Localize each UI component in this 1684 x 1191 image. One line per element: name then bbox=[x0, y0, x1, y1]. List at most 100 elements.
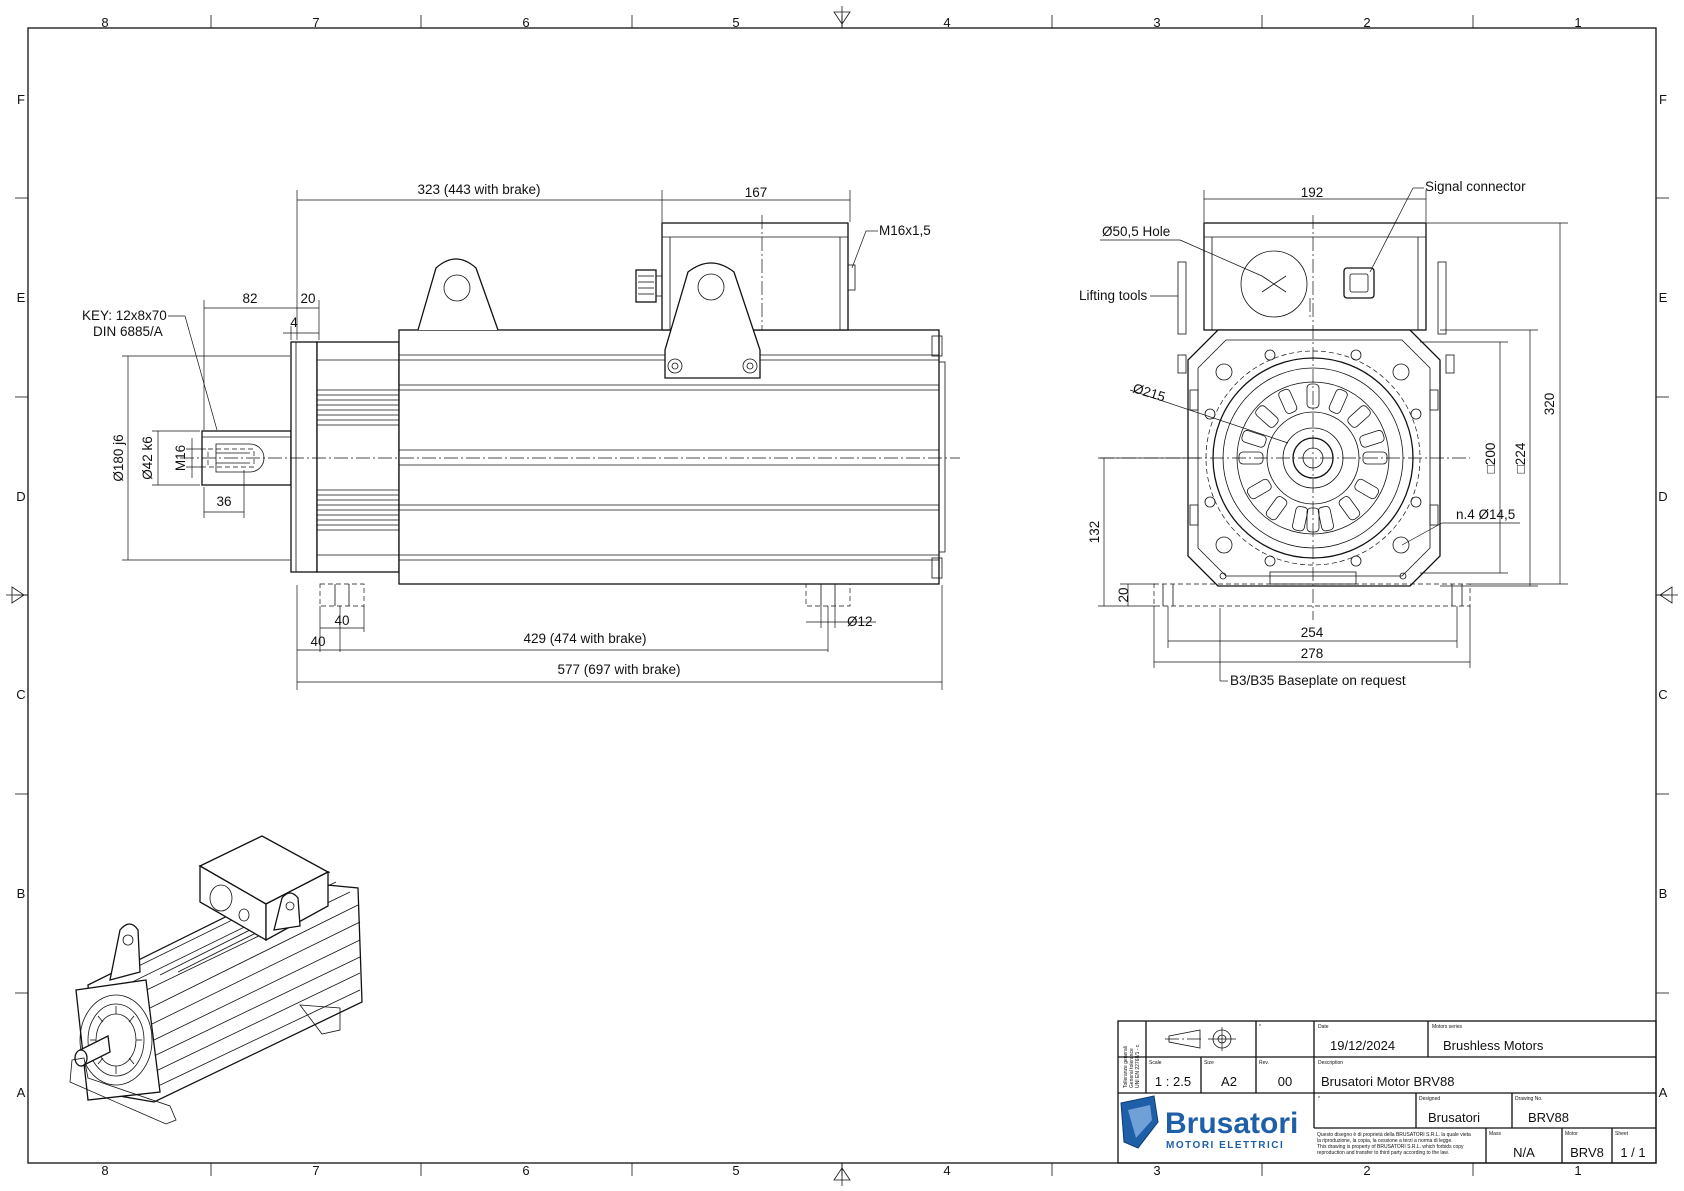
dim-shaft-height: 132 bbox=[1087, 521, 1102, 544]
label-mount-holes: n.4 Ø14,5 bbox=[1456, 507, 1515, 522]
front-housing bbox=[1187, 329, 1441, 587]
tb-description-label: Description bbox=[1318, 1060, 1343, 1066]
zone-row-left-f: F bbox=[17, 92, 25, 107]
dim-shaft-length: 82 bbox=[242, 291, 257, 306]
dim-foot-offset: 40 bbox=[310, 634, 325, 649]
lifting-tools bbox=[1177, 261, 1455, 374]
front-cover bbox=[316, 341, 400, 573]
tb-series: Brushless Motors bbox=[1443, 1038, 1544, 1053]
zone-col-top-5: 4 bbox=[943, 15, 950, 30]
first-angle-projection-icon bbox=[1165, 1027, 1236, 1051]
dim-shaft-thread: M16 bbox=[173, 445, 188, 471]
label-key-line1: KEY: 12x8x70 bbox=[82, 308, 167, 323]
tb-star-mark: * bbox=[1259, 1024, 1261, 1030]
dim-shaft-diameter: Ø42 k6 bbox=[140, 436, 155, 480]
tb-legal-line4: reproduction and transfer to third party… bbox=[1317, 1150, 1449, 1156]
tb-rev: 00 bbox=[1278, 1074, 1292, 1089]
dim-foot-spacing-front: 254 bbox=[1301, 625, 1324, 640]
label-signal-connector: Signal connector bbox=[1425, 179, 1526, 194]
label-thread: M16x1,5 bbox=[879, 223, 931, 238]
tb-legal-line2: la riproduzione, la copia, la cessione a… bbox=[1317, 1138, 1453, 1144]
brusatori-logo: Brusatori MOTORI ELETTRICI bbox=[1120, 1095, 1298, 1151]
zone-row-left-c: C bbox=[16, 687, 25, 702]
zone-row-left-d: D bbox=[16, 489, 25, 504]
tb-scale-label: Scale bbox=[1149, 1060, 1162, 1066]
tb-designed-label: Designed bbox=[1419, 1096, 1440, 1102]
dim-overall-length: 577 (697 with brake) bbox=[557, 662, 680, 677]
tb-tolerance-line2: General tolerance bbox=[1129, 1048, 1135, 1088]
zone-col-bottom-8: 1 bbox=[1574, 1163, 1581, 1178]
tb-motor: BRV8 bbox=[1570, 1145, 1604, 1160]
tb-scale: 1 : 2.5 bbox=[1155, 1074, 1191, 1089]
zone-col-bottom-5: 4 bbox=[943, 1163, 950, 1178]
zone-col-bottom-1: 8 bbox=[101, 1163, 108, 1178]
tb-legal-line1: Questo disegno è di proprietà della BRUS… bbox=[1317, 1132, 1471, 1138]
tb-tolerance-line1: Tolleranze generali bbox=[1123, 1046, 1129, 1088]
front-view: 192 Signal connector Ø50,5 Hole Lifting … bbox=[1079, 179, 1568, 688]
side-view-dimensions: 323 (443 with brake) 167 M16x1,5 82 20 4… bbox=[82, 182, 943, 690]
dim-square-224: □224 bbox=[1513, 442, 1528, 473]
title-block: Tolleranze generali General tolerance UN… bbox=[1117, 1020, 1657, 1164]
dim-flange-step: 4 bbox=[290, 315, 298, 330]
zone-row-right-d: D bbox=[1658, 489, 1667, 504]
tb-size: A2 bbox=[1221, 1074, 1237, 1089]
dim-flange-circle: Ø215 bbox=[1131, 381, 1167, 405]
drawing-frame: 8 7 6 5 4 3 2 1 8 7 6 5 4 3 2 1 F E D C … bbox=[6, 6, 1678, 1186]
dim-flange-length: 20 bbox=[300, 291, 315, 306]
mounting-bracket bbox=[664, 262, 761, 379]
tb-tolerance-line3: UNI EN 22768/1 - c bbox=[1135, 1044, 1141, 1088]
dim-plate-width: 278 bbox=[1301, 646, 1324, 661]
tb-mass: N/A bbox=[1513, 1145, 1535, 1160]
dim-plate-thickness: 20 bbox=[1116, 587, 1131, 602]
label-key-line2: DIN 6885/A bbox=[93, 324, 163, 339]
dim-flange-diameter: Ø180 j6 bbox=[111, 434, 126, 481]
zone-col-top-8: 1 bbox=[1574, 15, 1581, 30]
zone-col-top-1: 8 bbox=[101, 15, 108, 30]
zone-col-top-6: 3 bbox=[1153, 15, 1160, 30]
zone-row-right-f: F bbox=[1659, 92, 1667, 107]
tb-drawing-no-label: Drawing No. bbox=[1515, 1096, 1543, 1102]
tb-sheet-label: Sheet bbox=[1615, 1131, 1629, 1137]
tb-date-label: Date bbox=[1318, 1024, 1329, 1030]
dim-height-320: 320 bbox=[1542, 393, 1557, 416]
tb-rev-label: Rev. bbox=[1259, 1060, 1269, 1066]
front-view-dimensions: 192 Signal connector Ø50,5 Hole Lifting … bbox=[1079, 179, 1568, 688]
tb-series-label: Motors series bbox=[1432, 1024, 1463, 1030]
zone-col-bottom-2: 7 bbox=[312, 1163, 319, 1178]
zone-col-top-7: 2 bbox=[1363, 15, 1370, 30]
dim-box-width: 192 bbox=[1301, 185, 1324, 200]
dim-foot-width: 40 bbox=[334, 613, 349, 628]
tb-sheet: 1 / 1 bbox=[1620, 1145, 1645, 1160]
dim-foot-spacing: 429 (474 with brake) bbox=[523, 631, 646, 646]
isometric-motor-view bbox=[69, 835, 363, 1125]
tb-legal-line3: This drawing is property of BRUSATORI S.… bbox=[1317, 1144, 1464, 1150]
zone-row-right-b: B bbox=[1659, 886, 1668, 901]
zone-row-right-e: E bbox=[1659, 290, 1668, 305]
tb-date: 19/12/2024 bbox=[1330, 1038, 1395, 1053]
dim-square-200: □200 bbox=[1483, 443, 1498, 474]
zone-col-bottom-7: 2 bbox=[1363, 1163, 1370, 1178]
lifting-eye bbox=[417, 258, 499, 331]
label-hole: Ø50,5 Hole bbox=[1102, 224, 1170, 239]
tb-mass-label: Mass bbox=[1489, 1131, 1501, 1137]
zone-col-bottom-3: 6 bbox=[522, 1163, 529, 1178]
dim-terminal-box-length: 167 bbox=[745, 185, 768, 200]
side-view: 323 (443 with brake) 167 M16x1,5 82 20 4… bbox=[82, 182, 960, 690]
tb-motor-label: Motor bbox=[1565, 1131, 1578, 1137]
mounting-holes bbox=[1204, 349, 1422, 580]
zone-col-bottom-4: 5 bbox=[732, 1163, 739, 1178]
logo-wordmark: Brusatori bbox=[1165, 1107, 1298, 1140]
baseplate-feet bbox=[319, 583, 851, 607]
tb-size-label: Size bbox=[1204, 1060, 1214, 1066]
zone-row-left-a: A bbox=[17, 1085, 26, 1100]
label-lifting-tools: Lifting tools bbox=[1079, 288, 1148, 303]
zone-col-top-4: 5 bbox=[732, 15, 739, 30]
zone-row-right-a: A bbox=[1659, 1085, 1668, 1100]
zone-col-top-3: 6 bbox=[522, 15, 529, 30]
label-baseplate-note: B3/B35 Baseplate on request bbox=[1230, 673, 1406, 688]
dim-body-length: 323 (443 with brake) bbox=[417, 182, 540, 197]
zone-col-bottom-6: 3 bbox=[1153, 1163, 1160, 1178]
zone-row-right-c: C bbox=[1658, 687, 1667, 702]
zone-row-left-e: E bbox=[17, 290, 26, 305]
